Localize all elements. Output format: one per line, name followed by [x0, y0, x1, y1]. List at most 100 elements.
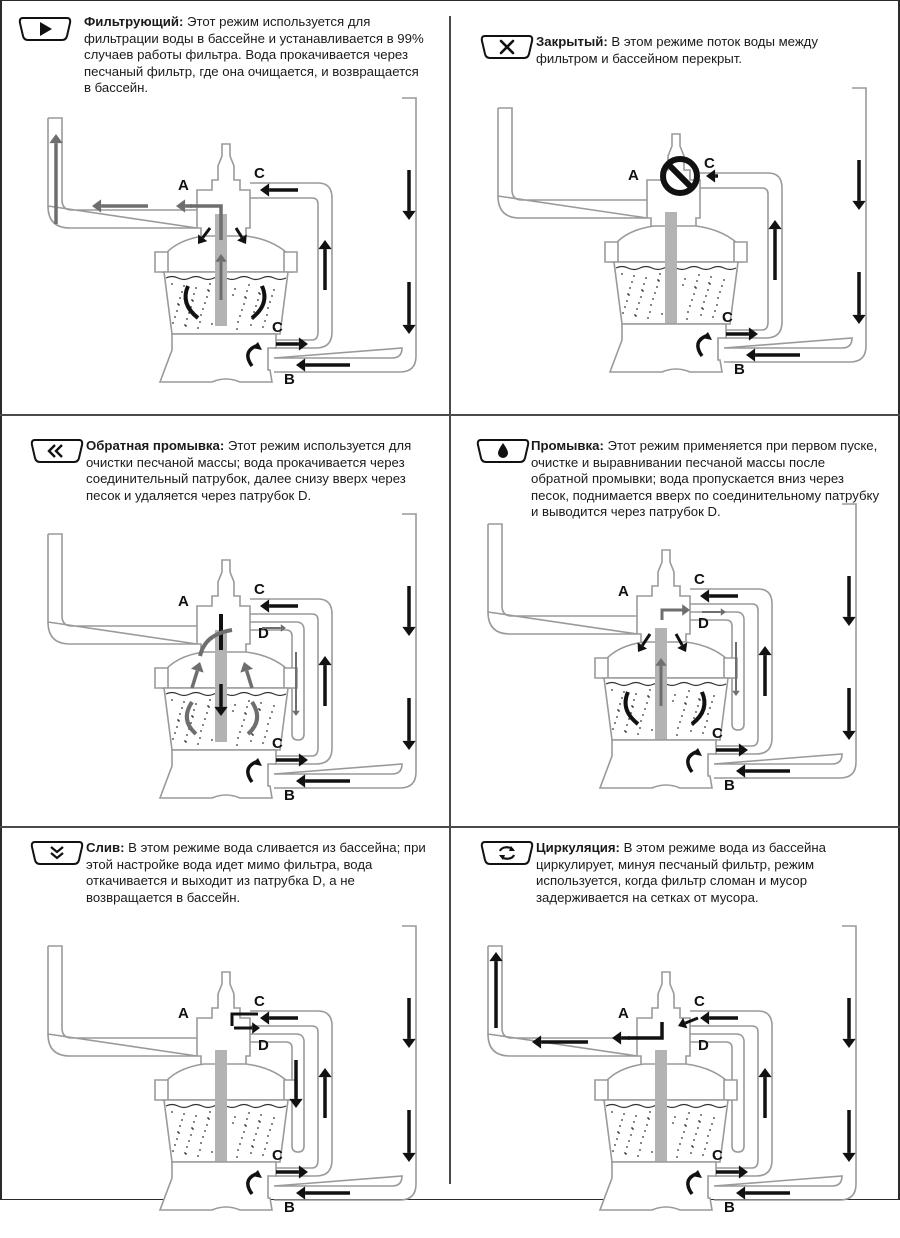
sand-grain: [267, 723, 269, 725]
sand-grain: [619, 703, 621, 705]
sand-grain: [723, 279, 725, 281]
sand-grain: [711, 1123, 713, 1125]
dome-down-arrow-shaft: [641, 633, 652, 647]
sand-grain: [693, 293, 695, 295]
sand-grain: [702, 1154, 704, 1156]
sand-flow-arrow: [183, 285, 200, 320]
sand-grain: [199, 737, 201, 739]
sand-grain: [691, 299, 693, 301]
sand-grain: [684, 702, 686, 704]
d-out-arrow-head: [252, 1022, 260, 1034]
tube-out-arrow-head-head: [682, 604, 690, 616]
suction-pipe-b: [273, 513, 417, 789]
sand-grain: [631, 705, 633, 707]
sand-grain: [702, 308, 704, 310]
mode-description: Слив: В этом режиме вода сливается из ба…: [86, 840, 426, 906]
dome-down-arrow-shaft: [674, 633, 684, 646]
filter-dome: [161, 651, 293, 689]
sand-grain: [178, 1132, 180, 1134]
sand-grain: [616, 1138, 618, 1140]
filter-tank: [603, 1099, 729, 1163]
sand-grain: [661, 313, 663, 315]
flow-down-arrow-head: [402, 626, 416, 636]
sand-grain: [648, 696, 650, 698]
sand-grain: [692, 724, 694, 726]
flow-left-arrow-head: [736, 1186, 746, 1200]
flow-right-arrow-head: [298, 1165, 308, 1179]
mode-title: Циркуляция:: [536, 840, 620, 855]
sand-grain: [195, 703, 197, 705]
suction-pipe-b: [713, 925, 857, 1201]
sand-grain: [707, 289, 709, 291]
sand-grain: [177, 303, 179, 305]
sand-grain: [246, 706, 248, 708]
sand-grain: [621, 697, 623, 699]
sand-grain: [654, 292, 656, 294]
dome-flange: [604, 241, 748, 263]
sand-flow-arrow: [690, 691, 707, 726]
sand-grain: [621, 1119, 623, 1121]
flow-down-arrow-head: [842, 1152, 856, 1162]
sand-grain: [232, 294, 234, 296]
sand-grain: [627, 293, 629, 295]
sand-grain: [252, 1146, 254, 1148]
sand-grain: [642, 290, 644, 292]
dome-down-arrow-head: [198, 234, 208, 244]
sand-grain: [273, 705, 275, 707]
sand-grain: [707, 1135, 709, 1137]
filter-base: [158, 333, 277, 383]
flow-up-arrow-head: [318, 1068, 332, 1078]
double-chevron-down-icon: [30, 841, 84, 865]
sand-grain: [260, 702, 262, 704]
sand-grain: [649, 689, 651, 691]
port-label-d: D: [698, 1037, 709, 1054]
sand-grain: [714, 310, 716, 312]
row-divider-1: [0, 414, 900, 416]
mode-panel-closed: Закрытый: В этом режиме поток воды между…: [450, 0, 900, 410]
sand-grain: [637, 1155, 639, 1157]
sand-grain: [644, 1130, 646, 1132]
port-label-a: A: [628, 167, 639, 184]
port-label-c: C: [712, 1147, 723, 1164]
pump-swirl-arrow-head: [252, 342, 262, 350]
return-pipe-a: [487, 523, 638, 635]
mode-description: Обратная промывка: Этот режим использует…: [86, 438, 426, 504]
multiport-valve: [195, 143, 252, 241]
sand-grain: [690, 1152, 692, 1154]
sand-grain: [705, 295, 707, 297]
sand-grain: [623, 691, 625, 693]
filter-dome: [161, 1063, 293, 1101]
sand-grain: [211, 323, 213, 325]
flow-down-arrow-head: [402, 740, 416, 750]
sand-grain: [241, 725, 243, 727]
sand-grain: [632, 706, 634, 708]
sand-grain: [179, 297, 181, 299]
port-label-c: C: [722, 309, 733, 326]
sand-grain: [197, 327, 199, 329]
dome-flange: [154, 251, 298, 273]
sand-grain: [236, 744, 238, 746]
sand-grain: [181, 1119, 183, 1121]
waste-pipe-d: [690, 1033, 745, 1153]
flow-left-arrow-head: [746, 348, 756, 362]
sand-grain: [629, 287, 631, 289]
sand-grain: [714, 1156, 716, 1158]
sand-grain: [244, 296, 246, 298]
sand-grain: [199, 1149, 201, 1151]
valve-in-arrow-shaft: [684, 1016, 699, 1025]
sand-grain: [274, 328, 276, 330]
center-standpipe: [665, 212, 677, 324]
sand-grain: [617, 709, 619, 711]
sand-grain: [248, 700, 250, 702]
sand-grain: [688, 690, 690, 692]
sand-grain: [701, 307, 703, 309]
bypass-arrow: [230, 1012, 258, 1026]
flow-down-arrow-head: [842, 616, 856, 626]
sand-grain: [208, 290, 210, 292]
sand-grain: [618, 1132, 620, 1134]
sand-grain: [621, 273, 623, 275]
tube-out-arrow: [660, 608, 688, 620]
mode-text: Этот режим применяется при первом пуске,…: [531, 438, 880, 519]
sand-grain: [642, 1136, 644, 1138]
sand-grain: [652, 298, 654, 300]
